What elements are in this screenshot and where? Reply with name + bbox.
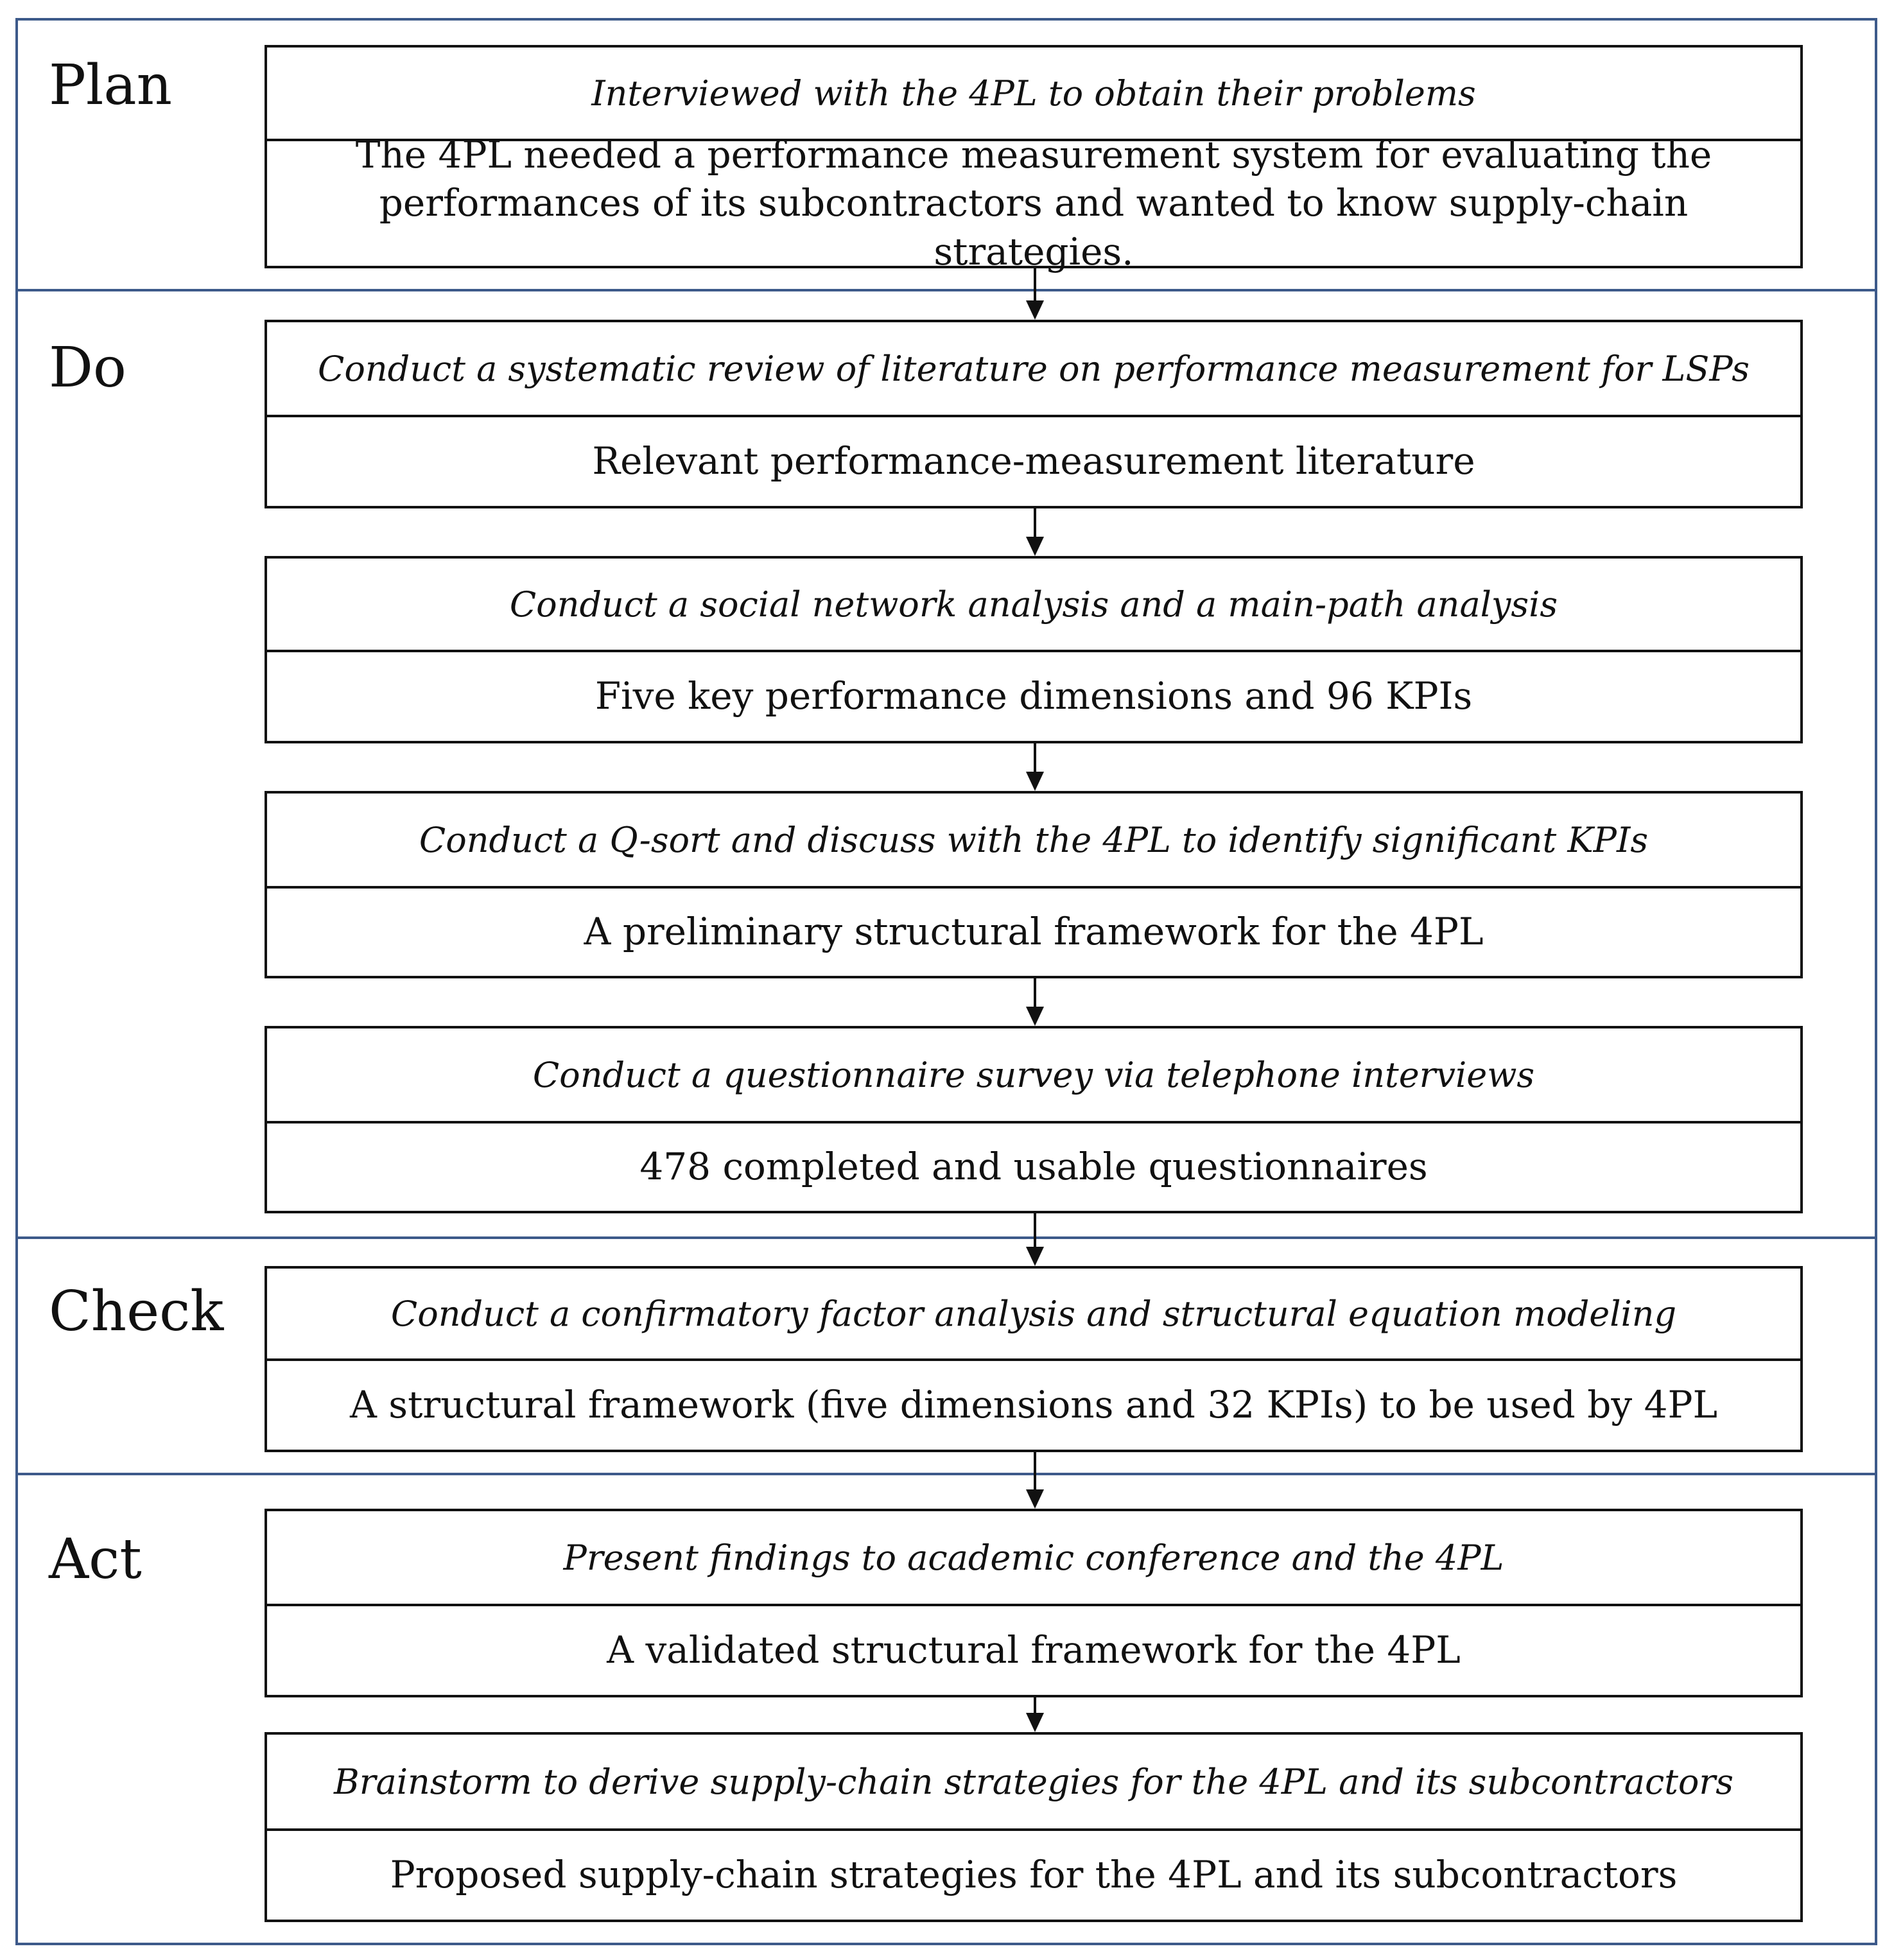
step-6: Conduct a confirmatory factor analysis a… bbox=[265, 1266, 1803, 1452]
step-8-result: Proposed supply-chain strategies for the… bbox=[267, 1828, 1800, 1920]
phase-label-act: Act bbox=[49, 1527, 142, 1591]
step-2-result: Relevant performance-measurement literat… bbox=[267, 415, 1800, 506]
step-5-action: Conduct a questionnaire survey via telep… bbox=[532, 1054, 1535, 1095]
step-4-result: A preliminary structural framework for t… bbox=[267, 886, 1800, 976]
step-3-action: Conduct a social network analysis and a … bbox=[509, 584, 1558, 625]
step-5: Conduct a questionnaire survey via telep… bbox=[265, 1026, 1803, 1213]
step-1-result: The 4PL needed a performance measurement… bbox=[267, 133, 1800, 273]
step-7: Present findings to academic conference … bbox=[265, 1509, 1803, 1697]
step-1: Interviewed with the 4PL to obtain their… bbox=[265, 45, 1803, 273]
step-3: Conduct a social network analysis and a … bbox=[265, 556, 1803, 743]
step-7-result: A validated structural framework for the… bbox=[267, 1604, 1800, 1695]
step-1-action: Interviewed with the 4PL to obtain their… bbox=[591, 73, 1476, 114]
step-8-action: Brainstorm to derive supply-chain strate… bbox=[334, 1761, 1733, 1802]
phase-label-do: Do bbox=[49, 336, 126, 400]
step-6-action: Conduct a confirmatory factor analysis a… bbox=[390, 1293, 1677, 1334]
phase-act-box bbox=[15, 1473, 1877, 1945]
phase-label-check: Check bbox=[49, 1279, 224, 1344]
step-8: Brainstorm to derive supply-chain strate… bbox=[265, 1732, 1803, 1922]
phase-label-plan: Plan bbox=[49, 53, 173, 117]
step-6-result: A structural framework (five dimensions … bbox=[267, 1358, 1800, 1450]
step-2: Conduct a systematic review of literatur… bbox=[265, 320, 1803, 508]
step-7-action: Present findings to academic conference … bbox=[563, 1537, 1504, 1578]
step-3-result: Five key performance dimensions and 96 K… bbox=[267, 650, 1800, 741]
step-4-action: Conduct a Q-sort and discuss with the 4P… bbox=[419, 819, 1649, 860]
step-5-result: 478 completed and usable questionnaires bbox=[267, 1121, 1800, 1211]
step-4: Conduct a Q-sort and discuss with the 4P… bbox=[265, 791, 1803, 978]
step-2-action: Conduct a systematic review of literatur… bbox=[318, 348, 1750, 389]
